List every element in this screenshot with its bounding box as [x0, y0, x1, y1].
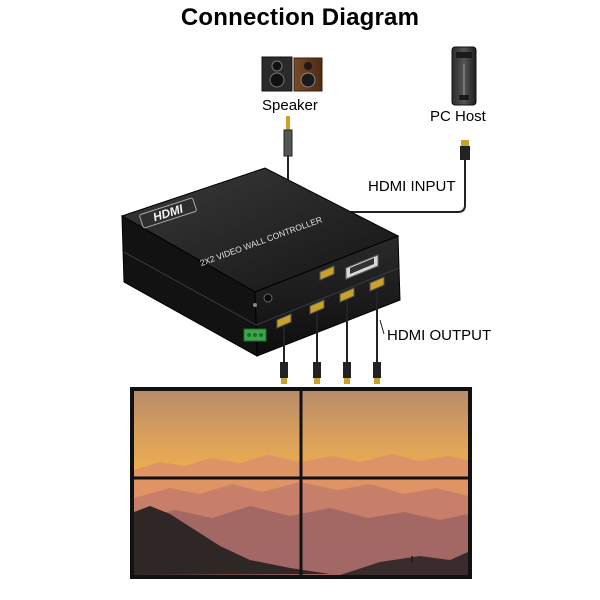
pc-host-icon — [451, 46, 477, 106]
audio-jack — [263, 293, 273, 303]
video-wall-controller: HDMI 2X2 VIDEO WALL CONTROLLER — [120, 167, 401, 357]
hdmi-input-label: HDMI INPUT — [368, 178, 456, 195]
diagram-title: Connection Diagram — [180, 4, 420, 31]
hdmi-input-port — [319, 265, 335, 281]
dvi-port — [345, 254, 379, 280]
terminal-block — [243, 328, 267, 342]
hdmi-output-cables — [280, 289, 385, 384]
speaker-icon — [261, 56, 323, 92]
power-led — [253, 303, 257, 307]
video-wall — [130, 387, 472, 579]
hdmi-output-label: HDMI OUTPUT — [387, 327, 492, 344]
hdmi-output-ports — [276, 276, 385, 329]
pc-host-label: PC Host — [430, 108, 486, 125]
speaker-label: Speaker — [262, 97, 318, 114]
